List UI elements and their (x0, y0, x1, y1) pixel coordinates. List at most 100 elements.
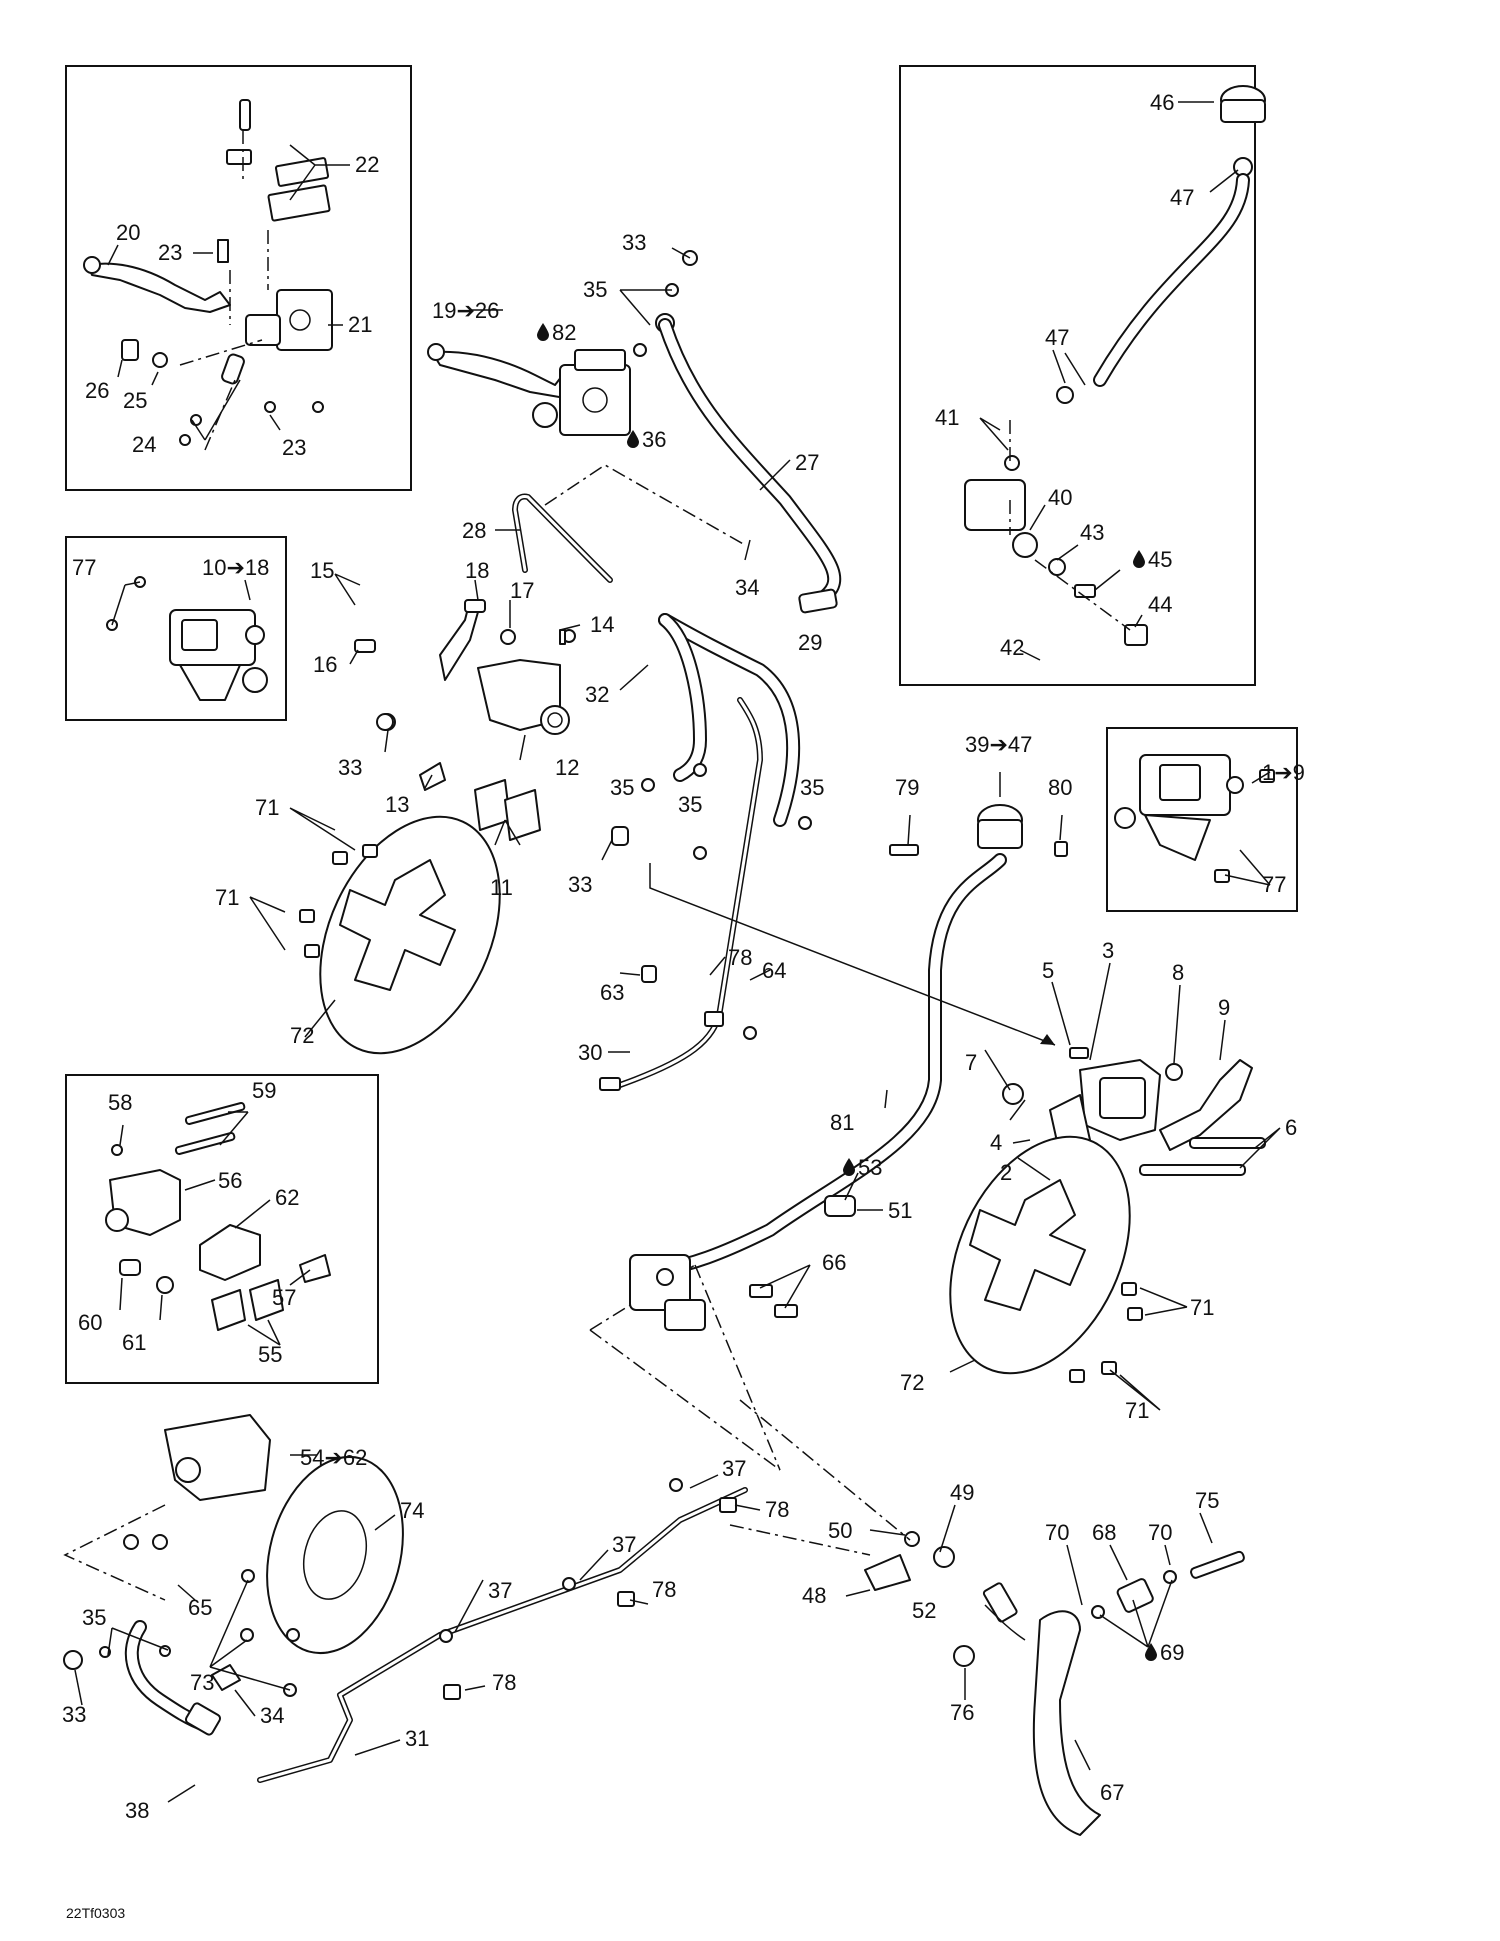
callout-14: 14 (590, 612, 614, 637)
callout-47: 47 (1170, 185, 1194, 210)
callout-72: 72 (290, 1023, 314, 1048)
callout-71: 71 (215, 885, 239, 910)
callout-69: 69 (1160, 1640, 1184, 1665)
callout-32: 32 (585, 682, 609, 707)
callout-6: 6 (1285, 1115, 1297, 1140)
inset-frame-front-caliper-right (1106, 727, 1298, 912)
callout-75: 75 (1195, 1488, 1219, 1513)
callout-48: 48 (802, 1583, 826, 1608)
callout-58: 58 (108, 1090, 132, 1115)
callout-35: 35 (678, 792, 702, 817)
front-caliper-right-inset-parts (1114, 754, 1275, 883)
callout-78: 78 (728, 945, 752, 970)
callout-82: 82 (552, 320, 576, 345)
front-left-caliper-assembly (354, 599, 576, 841)
callout-35: 35 (583, 277, 607, 302)
callout-60: 60 (78, 1310, 102, 1335)
callout-34: 34 (735, 575, 759, 600)
callout-22: 22 (355, 152, 379, 177)
foot-master-cylinder-inset-parts (964, 85, 1266, 646)
callout-40: 40 (1048, 485, 1072, 510)
handlebar-master-cylinder-inset-parts (83, 99, 333, 451)
callout-67: 67 (1100, 1780, 1124, 1805)
callout-34: 34 (260, 1703, 284, 1728)
callout-45: 45 (1148, 547, 1172, 572)
callout-72: 72 (900, 1370, 924, 1395)
callout-51: 51 (888, 1198, 912, 1223)
callout-31: 31 (405, 1726, 429, 1751)
callout-25: 25 (123, 388, 147, 413)
callout-62: 62 (275, 1185, 299, 1210)
callout-71: 71 (1190, 1295, 1214, 1320)
callout-70: 70 (1148, 1520, 1172, 1545)
inset-frame-front-caliper-left (65, 536, 287, 721)
callout-53: 53 (858, 1155, 882, 1180)
diagram-code: 22Tf0303 (66, 1905, 125, 1921)
front-brake-disc-right (949, 1135, 1143, 1383)
callout-26: 26 (85, 378, 109, 403)
callout-37: 37 (722, 1456, 746, 1481)
callout-66: 66 (822, 1250, 846, 1275)
callout-36: 36 (642, 427, 666, 452)
callout-leaders (74, 101, 1281, 1803)
front-caliper-left-inset-parts (106, 576, 268, 701)
callout-8: 8 (1172, 960, 1184, 985)
callout-43: 43 (1080, 520, 1104, 545)
callout-28: 28 (462, 518, 486, 543)
rear-reservoir-assembly (889, 804, 1068, 857)
callout-2: 2 (1000, 1160, 1012, 1185)
callout-9: 9 (1218, 995, 1230, 1020)
rear-caliper-inset-parts (105, 1102, 331, 1331)
callout-50: 50 (828, 1518, 852, 1543)
callout-4: 4 (990, 1130, 1002, 1155)
rear-caliper-assembly (63, 1414, 271, 1601)
callout-64: 64 (762, 958, 786, 983)
callout-35: 35 (610, 775, 634, 800)
callout-73: 73 (190, 1670, 214, 1695)
callout-16: 16 (313, 652, 337, 677)
callout-39-47: 39➔47 (965, 732, 1032, 757)
callout-33: 33 (568, 872, 592, 897)
callout-33: 33 (62, 1702, 86, 1727)
callout-11: 11 (490, 875, 513, 900)
inset-frame-handlebar-master-cylinder (65, 65, 412, 491)
callout-35: 35 (800, 775, 824, 800)
callout-20: 20 (116, 220, 140, 245)
callout-77: 77 (1262, 872, 1286, 897)
callout-68: 68 (1092, 1520, 1116, 1545)
callout-79: 79 (895, 775, 919, 800)
callout-23: 23 (282, 435, 306, 460)
callout-13: 13 (385, 792, 409, 817)
callout-21: 21 (348, 312, 372, 337)
callout-41: 41 (935, 405, 959, 430)
callout-30: 30 (578, 1040, 602, 1065)
callout-78: 78 (492, 1670, 516, 1695)
callout-29: 29 (798, 630, 822, 655)
callout-78: 78 (652, 1577, 676, 1602)
callout-76: 76 (950, 1700, 974, 1725)
callout-55: 55 (258, 1342, 282, 1367)
callout-10-18: 10➔18 (202, 555, 269, 580)
callout-57: 57 (272, 1285, 296, 1310)
callout-42: 42 (1000, 635, 1024, 660)
callout-52: 52 (912, 1598, 936, 1623)
callout-81: 81 (830, 1110, 854, 1135)
callout-3: 3 (1102, 938, 1114, 963)
callout-1-9: 1➔9 (1262, 760, 1305, 785)
callout-80: 80 (1048, 775, 1072, 800)
callout-18: 18 (465, 558, 489, 583)
rear-master-cylinder-pedal-assembly (629, 1195, 1245, 1836)
callout-63: 63 (600, 980, 624, 1005)
callout-59: 59 (252, 1078, 276, 1103)
callout-71: 71 (255, 795, 279, 820)
callout-37: 37 (488, 1578, 512, 1603)
callout-33: 33 (622, 230, 646, 255)
callout-23: 23 (158, 240, 182, 265)
callout-71: 71 (1125, 1398, 1149, 1423)
callout-12: 12 (555, 755, 579, 780)
callout-65: 65 (188, 1595, 212, 1620)
inset-frame-rear-caliper (65, 1074, 379, 1384)
callout-7: 7 (965, 1050, 977, 1075)
callout-33: 33 (338, 755, 362, 780)
